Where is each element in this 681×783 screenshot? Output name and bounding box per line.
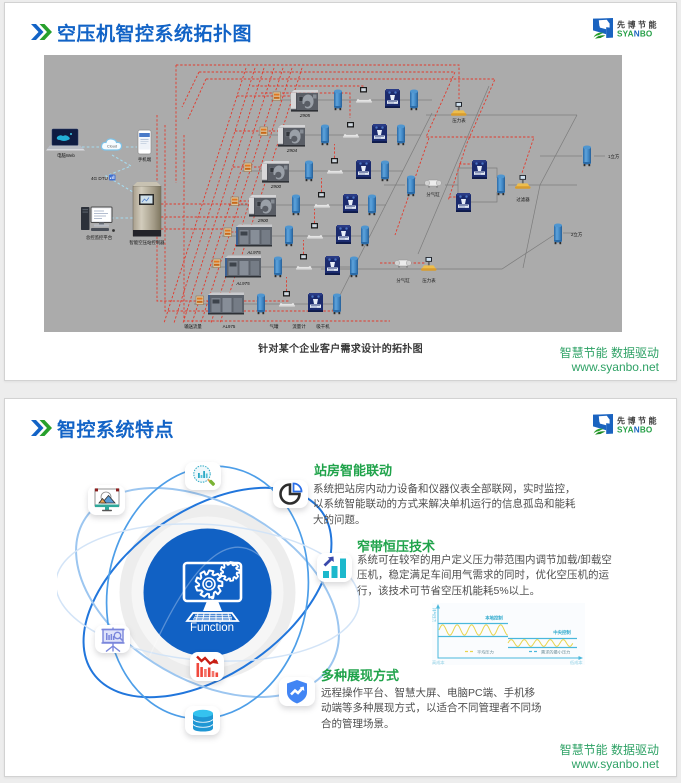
svg-text:2900: 2900 (257, 218, 269, 223)
svg-text:低成本: 低成本 (570, 659, 583, 665)
svg-text:Cloud: Cloud (107, 145, 117, 149)
svg-text:分气缸: 分气缸 (396, 277, 410, 284)
svg-text:需求的最小压力: 需求的最小压力 (541, 649, 570, 656)
svg-text:SYANBO: SYANBO (617, 426, 653, 435)
svg-text:4G DTU: 4G DTU (91, 176, 108, 181)
svg-text:总控监控平台: 总控监控平台 (86, 234, 113, 241)
svg-text:吸干机: 吸干机 (316, 323, 330, 330)
svg-text:AL975: AL975 (223, 324, 236, 329)
svg-text:先博节能: 先博节能 (617, 416, 659, 426)
svg-text:高成本: 高成本 (432, 659, 445, 665)
svg-text:排气压力: 排气压力 (432, 608, 437, 623)
svg-text:输送流量: 输送流量 (184, 323, 202, 330)
svg-text:压力表: 压力表 (422, 277, 436, 284)
svg-text:过滤器: 过滤器 (516, 196, 530, 203)
svg-text:2904: 2904 (286, 148, 298, 153)
svg-text:智能空压站控制器: 智能空压站控制器 (129, 239, 165, 246)
svg-text:2900: 2900 (270, 184, 282, 189)
svg-text:Function: Function (190, 622, 234, 634)
svg-text:气罐: 气罐 (270, 323, 279, 330)
svg-text:AL975: AL975 (246, 250, 261, 255)
svg-text:先博节能: 先博节能 (617, 20, 659, 30)
svg-text:流量计: 流量计 (292, 323, 306, 330)
svg-text:1立方: 1立方 (608, 153, 620, 160)
svg-text:平均压力: 平均压力 (477, 649, 494, 656)
svg-text:分气缸: 分气缸 (426, 191, 440, 198)
svg-text:SYANBO: SYANBO (617, 30, 653, 39)
svg-text:2905: 2905 (299, 113, 311, 118)
svg-text:手机端: 手机端 (138, 156, 152, 163)
svg-text:本地控制: 本地控制 (485, 615, 503, 622)
svg-text:电脑Web: 电脑Web (57, 152, 75, 159)
svg-text:压力表: 压力表 (452, 117, 466, 124)
svg-text:2立方: 2立方 (571, 231, 583, 238)
svg-text:AL975: AL975 (235, 281, 250, 286)
svg-text:中央控制: 中央控制 (553, 629, 571, 636)
